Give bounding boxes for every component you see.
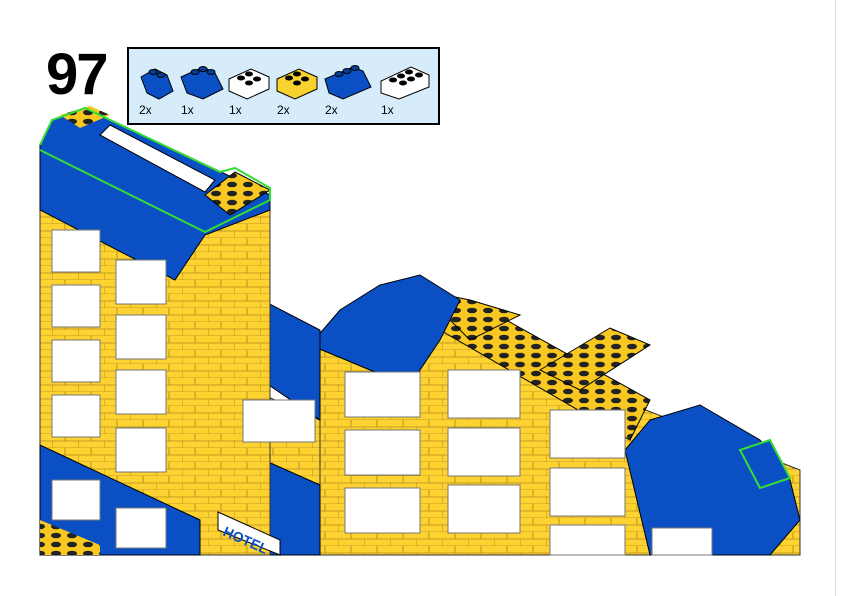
white-brick-2x3-icon bbox=[228, 68, 270, 100]
part-qty: 1x bbox=[381, 103, 394, 117]
part-blue-slope-2x2: 2x bbox=[137, 57, 187, 121]
blue-slope-2x3-icon bbox=[180, 66, 224, 100]
blue-slope-2x4-icon bbox=[324, 65, 372, 100]
part-blue-slope-2x3: 1x bbox=[179, 57, 229, 121]
yellow-brick-2x3-icon bbox=[276, 68, 318, 100]
white-brick-2x4-icon bbox=[380, 66, 430, 100]
part-white-brick-2x4: 1x bbox=[379, 57, 430, 121]
windows bbox=[51, 229, 713, 556]
part-qty: 2x bbox=[325, 103, 338, 117]
page-edge-divider bbox=[835, 0, 836, 596]
part-qty: 1x bbox=[181, 103, 194, 117]
step-number: 97 bbox=[46, 42, 108, 107]
part-white-brick-2x3: 1x bbox=[227, 57, 277, 121]
part-qty: 1x bbox=[229, 103, 242, 117]
parts-list-panel: 2x 1x 1x 2x 2x 1x bbox=[127, 47, 440, 125]
part-qty: 2x bbox=[277, 103, 290, 117]
part-yellow-brick-2x3: 2x bbox=[275, 57, 325, 121]
blue-slope-2x2-icon bbox=[140, 68, 174, 100]
part-blue-slope-2x4: 2x bbox=[323, 57, 373, 121]
part-qty: 2x bbox=[139, 103, 152, 117]
